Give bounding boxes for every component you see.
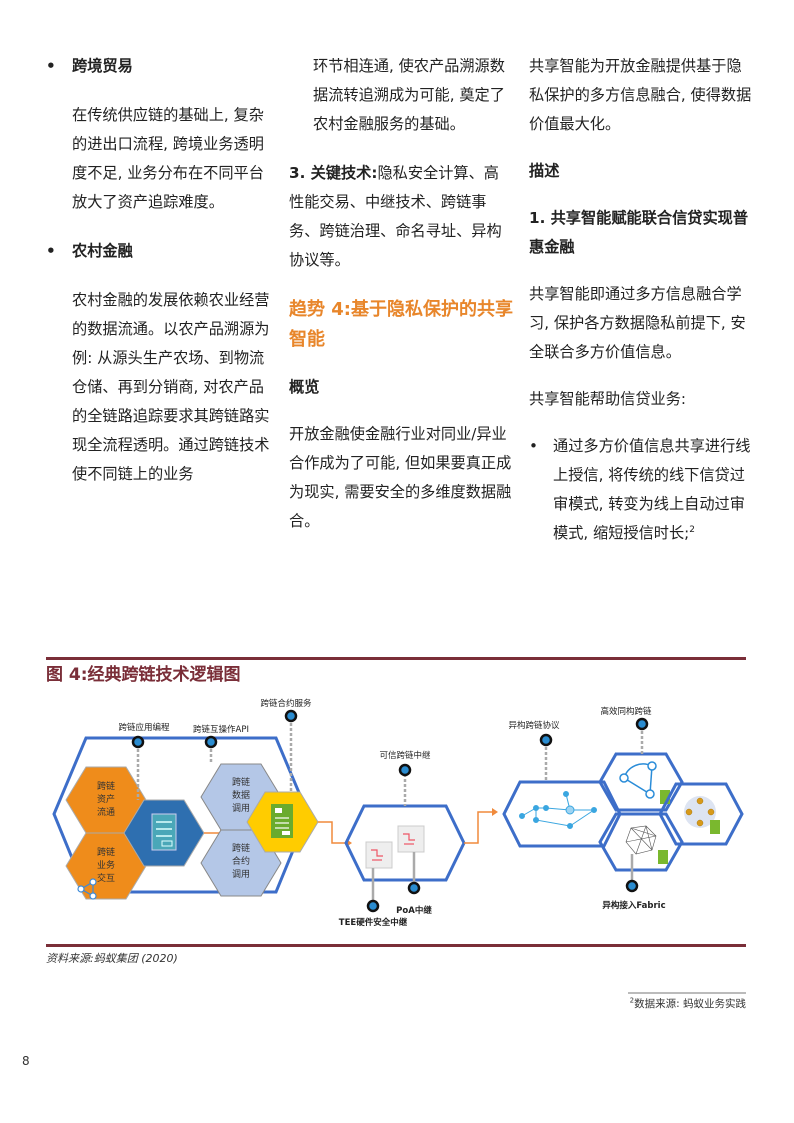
sub-heading: 1. 共享智能赋能联合信贷实现普惠金融 [529, 209, 749, 256]
label-app-programming: 跨链应用编程 [118, 722, 170, 733]
hex-contract-call-line3: 调用 [232, 869, 250, 880]
label-tee-relay: TEE硬件安全中继 [339, 917, 408, 928]
bullet-dot-icon: • [46, 57, 56, 75]
flow-arrow-3 [464, 811, 492, 844]
hex-data-call-line3: 调用 [232, 803, 250, 814]
trend-title: 趋势 4:基于隐私保护的共享智能 [289, 299, 513, 350]
hex-asset-flow-line3: 流通 [97, 806, 115, 818]
figure-title: 图 4:经典跨链技术逻辑图 [46, 665, 241, 685]
footnote-ref[interactable]: 2 [689, 524, 696, 535]
green-doc-icon [710, 820, 720, 834]
hex-data-call-line2: 数据 [232, 789, 250, 801]
paragraph-2: 共享智能帮助信贷业务: [529, 390, 686, 408]
network-icon [77, 878, 97, 900]
flow-arrow-2 [318, 821, 346, 844]
intro-paragraph: 共享智能为开放金融提供基于隐私保护的多方信息融合, 使得数据价值最大化。 [529, 57, 752, 133]
hex-biz-line3: 交互 [97, 872, 115, 884]
triangle-network-icon [619, 761, 657, 799]
hex-biz-line2: 业务 [97, 859, 115, 871]
figure-source: 资料来源:蚂蚁集团 (2020) [46, 952, 178, 965]
footnote-rule [628, 992, 746, 994]
pin-icon [204, 735, 218, 749]
footnote-mark: 2 [629, 996, 635, 1005]
hex-fabric [598, 812, 684, 872]
relay-node-icon [365, 841, 393, 869]
label-contract-service: 跨链合约服务 [260, 698, 312, 709]
cross-chain-diagram: 跨链 资产 流通 跨链 业务 交互 跨链 数据 调用 跨链 合约 调用 跨链应用… [52, 698, 744, 928]
hex-homo-crosschain [598, 752, 684, 812]
relay-node-icon [397, 825, 425, 853]
middle-relay-hexagon [344, 804, 466, 882]
description-heading: 描述 [529, 162, 560, 180]
pin-icon [407, 881, 421, 895]
consensus-nodes [685, 797, 715, 827]
pin-icon [398, 763, 412, 777]
label-hetero-protocol: 异构跨链协议 [508, 720, 560, 731]
bullet-dot-icon: • [46, 242, 56, 260]
hex-contract-call-line1: 跨链 [232, 842, 250, 854]
bullet-heading-rural-finance: • 农村金融 [46, 237, 276, 266]
hex-biz-line1: 跨链 [97, 846, 115, 858]
overview-body: 开放金融使金融行业对同业/异业合作成为了可能, 但如果要真正成为现实, 需要安全… [289, 425, 512, 530]
green-doc-icon [660, 790, 670, 804]
hex-asset-flow-line2: 资产 [97, 793, 115, 805]
hex-data-call-line1: 跨链 [232, 776, 250, 788]
green-doc-icon [658, 850, 668, 864]
rural-finance-continuation: 环节相连通, 使农产品溯源数据流转追溯成为可能, 奠定了农村金融服务的基础。 [313, 57, 505, 133]
key-tech-label: 3. 关键技术: [289, 164, 378, 182]
pin-icon [284, 709, 298, 723]
column-2: 环节相连通, 使农产品溯源数据流转追溯成为可能, 奠定了农村金融服务的基础。 3… [289, 52, 514, 536]
paragraph-1: 共享智能即通过多方信息融合学习, 保护各方数据隐私前提下, 安全联合多方价值信息… [529, 285, 746, 361]
pin-icon [635, 717, 649, 731]
pin-icon [366, 899, 380, 913]
hex-consensus [658, 782, 744, 846]
column-3: 共享智能为开放金融提供基于隐私保护的多方信息融合, 使得数据价值最大化。 描述 … [529, 52, 754, 548]
figure-top-rule [46, 657, 746, 660]
left-frame-hexagon [52, 736, 310, 894]
label-interop-api: 跨链互操作API [193, 724, 249, 735]
mesh-network-icon [625, 825, 657, 855]
footnote: 2数据来源: 蚂蚁业务实践 [630, 996, 746, 1011]
hex-asset-flow-line1: 跨链 [97, 780, 115, 792]
pin-icon [131, 735, 145, 749]
key-tech-paragraph: 3. 关键技术:隐私安全计算、高性能交易、中继技术、跨链事务、跨链治理、命名寻址… [289, 159, 514, 275]
label-homo-crosschain: 高效同构跨链 [600, 706, 652, 717]
label-trusted-relay: 可信跨链中继 [379, 750, 431, 761]
pin-icon [539, 733, 553, 747]
cross-border-trade-body: 在传统供应链的基础上, 复杂的进出口流程, 跨境业务透明度不足, 业务分布在不同… [72, 106, 264, 211]
label-poa-relay: PoA中继 [396, 905, 432, 916]
bullet-heading-cross-border-trade: • 跨境贸易 [46, 52, 276, 81]
overview-heading: 概览 [289, 378, 320, 396]
figure-bottom-rule [46, 944, 746, 947]
column-1: • 跨境贸易 在传统供应链的基础上, 复杂的进出口流程, 跨境业务透明度不足, … [46, 52, 276, 489]
footnote-text: 数据来源: 蚂蚁业务实践 [634, 998, 746, 1010]
page-number: 8 [22, 1054, 30, 1068]
rural-finance-body: 农村金融的发展依赖农业经营的数据流通。以农产品溯源为例: 从源头生产农场、到物流… [72, 291, 270, 483]
network-graph-icon [519, 791, 597, 829]
consensus-ring-icon [684, 796, 716, 828]
credit-bullet: • 通过多方价值信息共享进行线上授信, 将传统的线下信贷过审模式, 转变为线上自… [529, 432, 754, 548]
label-hetero-fabric: 异构接入Fabric [602, 900, 665, 911]
bullet-dot-icon: • [529, 437, 538, 455]
pin-icon [625, 879, 639, 893]
key-tech-body: 隐私安全计算、高性能交易、中继技术、跨链事务、跨链治理、命名寻址、异构协议等。 [289, 164, 502, 269]
hex-contract-call-line2: 合约 [232, 855, 250, 867]
